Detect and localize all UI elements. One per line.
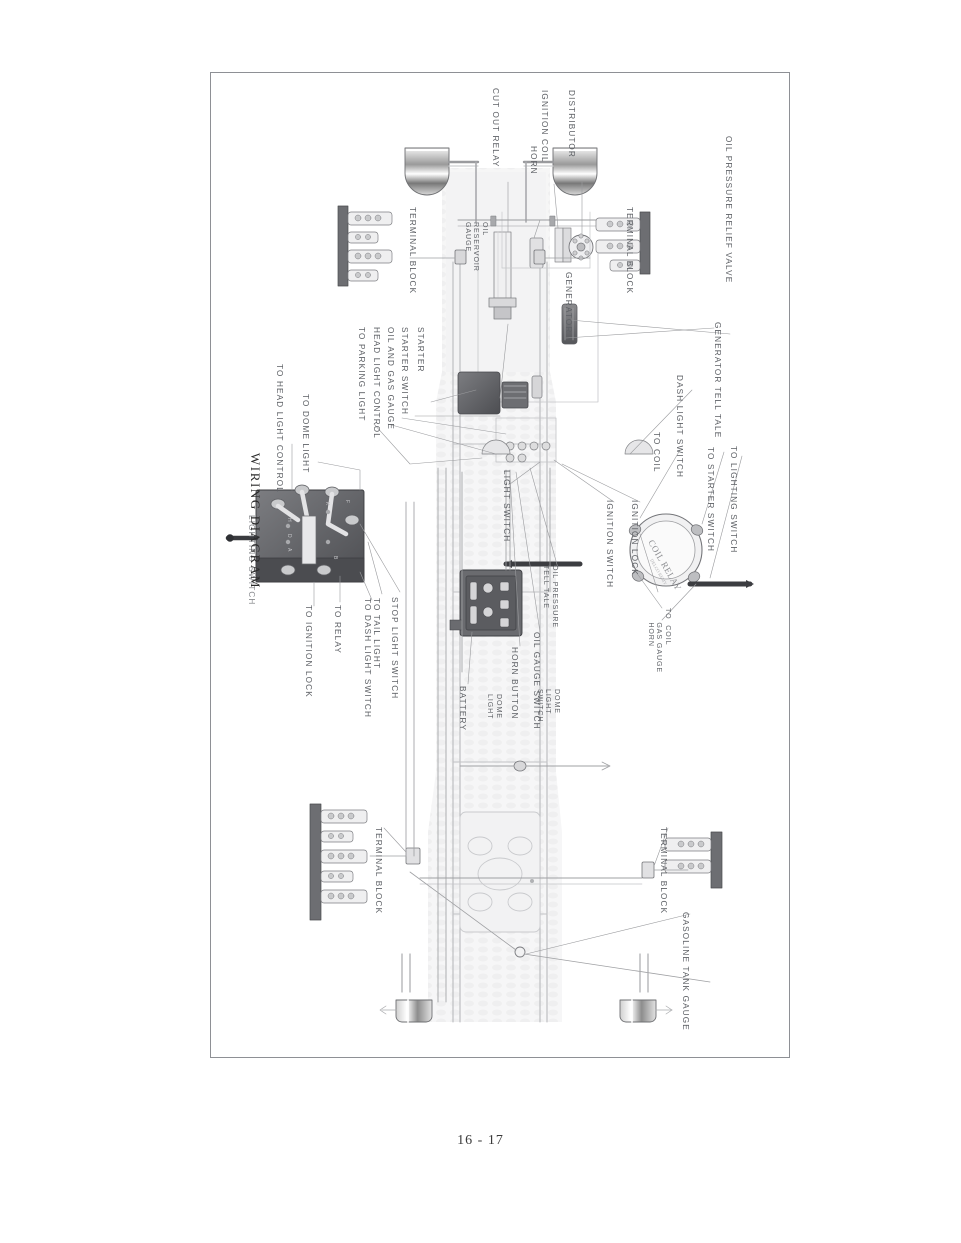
label-cut-out-relay: CUT OUT RELAY	[491, 88, 500, 168]
label-to-ignition-lock: TO IGNITION LOCK	[304, 605, 313, 698]
label-dome-light-switch: DOME LIGHT SWITCH	[536, 689, 561, 723]
label-terminal-block-2: TERMINAL BLOCK	[625, 207, 634, 295]
label-head-light-control: HEAD LIGHT CONTROL	[372, 327, 381, 439]
svg-text:K: K	[324, 502, 330, 506]
label-to-head-light-control: TO HEAD LIGHT CONTROL	[275, 364, 284, 493]
label-gasoline-tank-gauge: GASOLINE TANK GAUGE	[681, 912, 690, 1031]
label-oil-and-gas-gauge: OIL AND GAS GAUGE	[386, 327, 395, 430]
label-generator-tell-tale: GENERATOR TELL TALE	[713, 322, 722, 439]
svg-text:B: B	[332, 556, 338, 560]
label-to-tail-light: TO TAIL LIGHT	[372, 598, 381, 670]
page-title: WIRING DIAGRAM	[248, 452, 263, 590]
label-ignition-lock: IGNITION LOCK	[630, 500, 639, 576]
page-number: 16 - 17	[457, 1133, 504, 1148]
label-starter: STARTER	[416, 327, 425, 373]
wiring-diagram-artwork: K H D A F B	[225, 147, 754, 1023]
label-to-coil-gas-gauge-horn: TO COIL GAS GAUGE HORN	[647, 608, 672, 674]
label-oil-pressure-tell-tale: OIL PRESSURE TELL TALE	[542, 565, 560, 628]
label-to-relay: TO RELAY	[333, 605, 342, 654]
label-to-lighting-switch: TO LIGHTING SWITCH	[729, 446, 738, 554]
label-distributor: DISTRIBUTOR	[567, 90, 576, 158]
label-ignition-coil: IGNITION COIL	[540, 90, 549, 163]
label-horn-button: HORN BUTTON	[510, 647, 519, 720]
label-terminal-block-4: TERMINAL BLOCK	[659, 827, 668, 915]
label-battery: BATTERY	[458, 686, 467, 732]
svg-text:H: H	[286, 518, 292, 522]
svg-text:A: A	[286, 548, 292, 552]
label-to-coil: TO COIL	[652, 432, 661, 473]
label-dome-light: DOME LIGHT	[486, 694, 504, 720]
label-generator: GENERATOR	[564, 272, 573, 334]
label-to-dash-light-switch: TO DASH LIGHT SWITCH	[363, 598, 372, 719]
label-light-switch: LIGHT SWITCH	[502, 470, 511, 543]
label-horn: HORN	[529, 146, 538, 175]
label-oil-reservoir-gauge: OIL RESERVOIR GAUGE	[464, 222, 489, 272]
label-to-parking-light: TO PARKING LIGHT	[357, 327, 366, 422]
label-starter-switch: STARTER SWITCH	[400, 327, 409, 416]
label-to-starter-switch: TO STARTER SWITCH	[706, 447, 715, 553]
label-dash-light-switch: DASH LIGHT SWITCH	[675, 375, 684, 479]
svg-text:D: D	[286, 534, 292, 538]
label-oil-pressure-relief-valve: OIL PRESSURE RELIEF VALVE	[724, 136, 733, 284]
label-ignition-switch: IGNITION SWITCH	[605, 500, 614, 589]
svg-text:F: F	[344, 500, 350, 503]
label-terminal-block-3: TERMINAL BLOCK	[374, 827, 383, 915]
label-stop-light-switch: STOP LIGHT SWITCH	[390, 597, 399, 700]
label-terminal-block-1: TERMINAL BLOCK	[408, 207, 417, 295]
label-to-dome-light: TO DOME LIGHT	[301, 394, 310, 474]
